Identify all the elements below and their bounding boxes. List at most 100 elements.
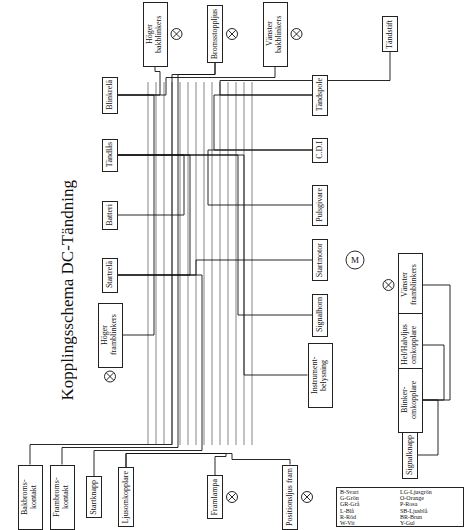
color-code: O-Orange: [400, 495, 460, 501]
color-code: LG-Ljusgrön: [400, 489, 460, 495]
component-box: Tändstift: [382, 16, 398, 52]
component-box: Höger bakblinkers: [143, 2, 168, 67]
component-box: Framlampa: [207, 475, 223, 519]
component-box: Vänster framblinkers: [398, 253, 423, 318]
lamp-symbol: [105, 371, 116, 382]
component-label: Bakbroms-kontakt: [21, 468, 39, 526]
wire: [118, 155, 308, 375]
component-label: Höger framblinkers: [101, 306, 119, 364]
component-box: Bakbroms-kontakt: [18, 465, 43, 530]
harness-wire: [164, 82, 165, 445]
component-box: Frambroms-kontakt: [50, 465, 75, 530]
component-box: Signalhorn: [312, 294, 328, 337]
component-label: Frambroms-kontakt: [53, 468, 71, 526]
component-box: Ljusomkopplare: [118, 467, 134, 527]
component-label: Hel/Halvljus omkopplare: [401, 316, 419, 374]
component-box: Höger framblinkers: [98, 303, 123, 368]
wire: [94, 275, 202, 476]
component-symbols: [105, 29, 395, 503]
component-label: Framlampa: [211, 479, 220, 515]
component-box: Startknapp: [86, 476, 102, 518]
component-label: Vänster framblinkers: [401, 256, 419, 314]
component-box: C.D.I: [312, 138, 328, 163]
lamp-symbol: [302, 492, 313, 503]
wire: [423, 285, 451, 400]
component-box: Vänster bakblinkers: [263, 2, 288, 67]
component-label: Startmotor: [316, 243, 325, 277]
harness-wire: [220, 82, 221, 445]
wire: [118, 155, 184, 215]
color-code: R-Röd: [340, 514, 400, 520]
color-code: P-Rosa: [400, 501, 460, 507]
harness-wire: [204, 82, 205, 445]
component-box: Batteri: [102, 201, 118, 230]
motor-mark: M: [351, 256, 359, 265]
component-box: Tändspole: [312, 75, 328, 116]
component-label: Ljusomkopplare: [122, 471, 131, 523]
component-label: Instrument-belysning: [311, 346, 329, 404]
component-label: Startrelä: [106, 261, 115, 288]
harness-wire: [156, 82, 157, 445]
color-code: L-Blå: [340, 508, 400, 514]
color-code: SB-Ljusblå: [400, 508, 460, 514]
component-label: Tändlås: [106, 142, 115, 167]
component-label: Vänster bakblinkers: [266, 5, 284, 63]
component-box: Startmotor: [312, 239, 328, 281]
lamp-symbol: [383, 280, 394, 291]
component-box: Signalknapp: [402, 432, 418, 479]
harness-wire: [252, 82, 253, 445]
component-box: Startrelä: [102, 258, 118, 293]
component-label: Signalhorn: [316, 297, 325, 332]
harness-wire: [148, 82, 149, 445]
lamp-symbol: [171, 29, 182, 40]
wire: [126, 454, 290, 468]
lamp-symbol: [227, 29, 238, 40]
color-code: GR-Grå: [340, 501, 400, 507]
component-box: Pulsgivare: [312, 185, 328, 226]
wire: [126, 454, 226, 476]
harness-wire: [212, 82, 213, 445]
wire: [30, 63, 215, 465]
component-label: Startknapp: [90, 480, 99, 515]
component-label: Blinkrelä: [106, 80, 115, 110]
wire: [118, 95, 154, 335]
color-code: Y-Gul: [400, 520, 460, 526]
wire: [118, 67, 160, 96]
component-label: Tändspole: [316, 78, 325, 111]
color-code: BR-Brun: [400, 514, 460, 520]
component-label: Batteri: [106, 204, 115, 226]
component-label: Höger bakblinkers: [146, 5, 164, 63]
harness-wire: [188, 82, 189, 445]
component-label: Signalknapp: [406, 435, 415, 475]
harness-wire: [228, 82, 229, 445]
component-label: Blinker-omkopplare: [401, 371, 419, 429]
component-box: Bromsstoppljus: [207, 5, 223, 63]
harness-wire: [236, 82, 237, 445]
wire: [208, 150, 312, 205]
component-label: C.D.I: [316, 141, 325, 159]
wire: [118, 260, 312, 275]
component-label: Pulsgivare: [316, 188, 325, 222]
color-code: B-Svart: [340, 489, 400, 495]
component-box: Blinkrelä: [102, 77, 118, 114]
wire: [220, 52, 390, 95]
component-label: Bromsstoppljus: [211, 9, 220, 59]
color-code-table: B-SvartLG-LjusgrönG-GrönO-OrangeGR-GråP-…: [336, 487, 464, 527]
component-label: Tändstift: [386, 20, 395, 49]
wire: [118, 155, 312, 315]
lamp-symbol: [291, 29, 302, 40]
harness-lines: [148, 82, 252, 445]
wire: [214, 95, 312, 150]
motor-symbol: [346, 251, 364, 269]
color-code: W-Vit: [340, 520, 400, 526]
component-box: Blinker-omkopplare: [398, 368, 423, 433]
component-box: Positionsljus fram: [282, 465, 298, 530]
harness-wire: [180, 82, 181, 445]
color-code: G-Grön: [340, 495, 400, 501]
component-box: Instrument-belysning: [308, 343, 333, 408]
component-box: Tändlås: [102, 139, 118, 172]
diagram-title: Kopplingsschema DC-Tändning: [58, 180, 78, 401]
lamp-symbol: [227, 492, 238, 503]
component-label: Positionsljus fram: [286, 468, 295, 526]
wire: [62, 63, 215, 465]
